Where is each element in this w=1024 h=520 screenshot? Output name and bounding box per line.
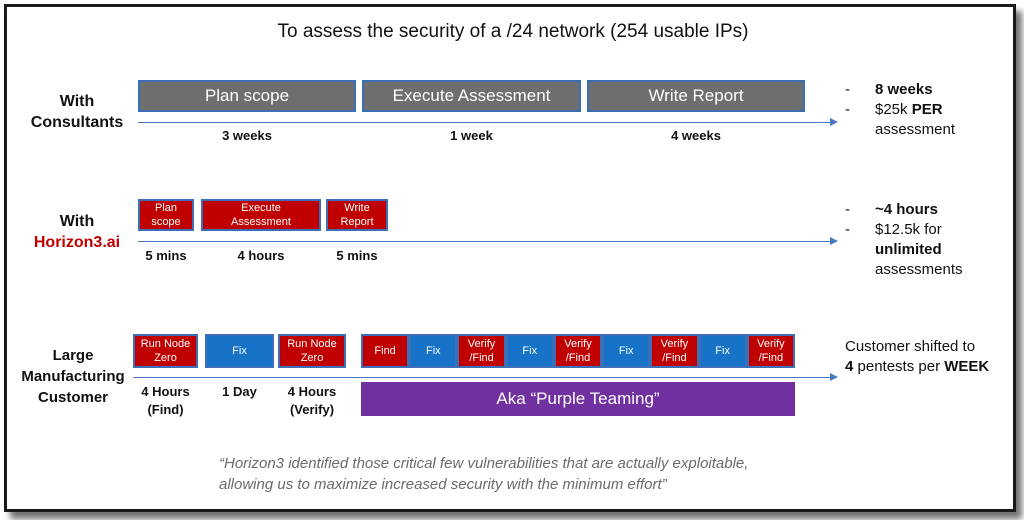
duration-plan-scope: 3 weeks [222,128,272,143]
cycle-verify-find: Verify /Find [746,334,795,368]
duration-fix-1day: 1 Day [222,384,257,399]
summary-item: -$25k PER [845,101,943,118]
arrowhead-horizon [830,237,838,245]
summary-manufacturing: Customer shifted to 4 pentests per WEEK [845,338,990,375]
summary-item-cont: assessments [875,261,963,278]
phase-write-report-fast: Write Report [326,199,388,231]
row-label-manufacturing: Large Manufacturing Customer [21,347,125,406]
row-label-horizon: With Horizon3.ai [27,211,127,253]
duration-plan-fast: 5 mins [145,248,187,263]
cycle-fix: Fix [409,334,458,368]
customer-quote: “Horizon3 identified those critical few … [219,455,749,493]
duration-write-report: 4 weeks [671,128,721,143]
row-label-consultants: With Consultants [30,93,124,131]
arrowhead-manufacturing [830,373,838,381]
phase-run-node-zero-find: Run Node Zero [133,334,198,368]
duration-run-verify: 4 Hours (Verify) [287,384,337,417]
cycle-verify-find: Verify /Find [553,334,603,368]
timeline-arrow-consultants [138,122,831,123]
summary-consultants: -8 weeks -$25k PER assessment [845,80,1010,140]
cycle-fix: Fix [602,334,651,368]
cycle-find: Find [361,334,410,368]
slide-frame: To assess the security of a /24 network … [4,4,1016,512]
slide-title: To assess the security of a /24 network … [277,21,749,42]
timeline-arrow-manufacturing [133,377,831,378]
phase-plan-scope-fast: Plan scope [138,199,194,231]
purple-teaming-banner: Aka “Purple Teaming” [361,382,795,416]
arrowhead-consultants [830,118,838,126]
phase-run-node-zero-verify: Run Node Zero [278,334,346,368]
phase-execute-assessment-fast: Execute Assessment [201,199,321,231]
phase-fix-1day: Fix [205,334,274,368]
timeline-arrow-horizon [138,241,831,242]
summary-item-cont: assessment [875,121,956,138]
cycle-fix: Fix [505,334,554,368]
summary-item: -~4 hours [845,201,938,218]
cycle-verify-find: Verify /Find [650,334,699,368]
phase-plan-scope: Plan scope [138,80,356,112]
duration-report-fast: 5 mins [336,248,378,263]
phase-write-report: Write Report [587,80,805,112]
summary-item: -$12.5k for [845,221,942,238]
summary-item-cont: unlimited [875,241,942,258]
cycle-fix: Fix [698,334,747,368]
duration-execute-fast: 4 hours [237,248,285,263]
summary-horizon: -~4 hours -$12.5k for unlimited assessme… [845,200,1010,280]
duration-run-find: 4 Hours (Find) [141,384,190,417]
summary-item: -8 weeks [845,81,933,98]
phase-execute-assessment: Execute Assessment [362,80,581,112]
brand-horizon3: Horizon3.ai [33,234,121,251]
purple-team-cycle: Find Fix Verify /Find Fix Verify /Find F… [361,334,795,368]
duration-execute: 1 week [450,128,493,143]
cycle-verify-find: Verify /Find [457,334,506,368]
